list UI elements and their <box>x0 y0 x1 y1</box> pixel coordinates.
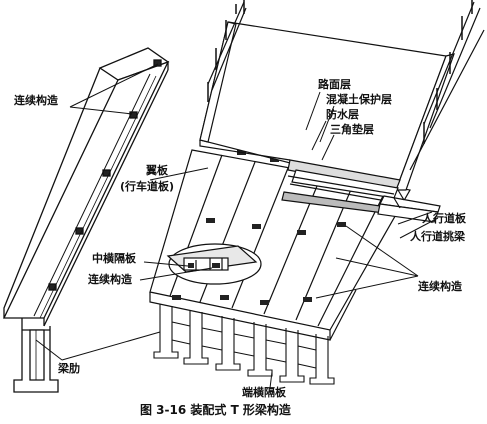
figure-caption: 图 3-16 装配式 T 形梁构造 <box>140 402 292 417</box>
labels: 连续构造 翼板 (行车道板) 路面层 混凝土保护层 防水层 三角垫层 人行道板 … <box>14 77 467 417</box>
main-deck <box>149 149 411 385</box>
label-renxingdaotiaoliang: 人行道挑梁 <box>410 229 466 243</box>
label-lianxu-top: 连续构造 <box>14 93 59 107</box>
left-t-beam <box>2 47 170 393</box>
leader-lines <box>35 63 439 389</box>
label-lianxu-mid: 连续构造 <box>88 272 133 286</box>
label-fangshuiceng: 防水层 <box>326 107 359 121</box>
label-xingchedaoban: (行车道板) <box>120 179 174 193</box>
label-zhonghenggeban: 中横隔板 <box>92 251 137 265</box>
top-layers <box>199 0 485 223</box>
label-duanhenggeban: 端横隔板 <box>242 385 287 399</box>
label-hunningtu: 混凝土保护层 <box>326 92 392 106</box>
label-sanjiaodianceng: 三角垫层 <box>330 122 374 136</box>
label-lianglei: 梁肋 <box>57 361 80 375</box>
label-lumianceng: 路面层 <box>318 77 351 91</box>
label-lianxu-right: 连续构造 <box>418 279 463 293</box>
label-renxingdaoban: 人行道板 <box>422 211 467 225</box>
label-yiban: 翼板 <box>145 163 169 177</box>
